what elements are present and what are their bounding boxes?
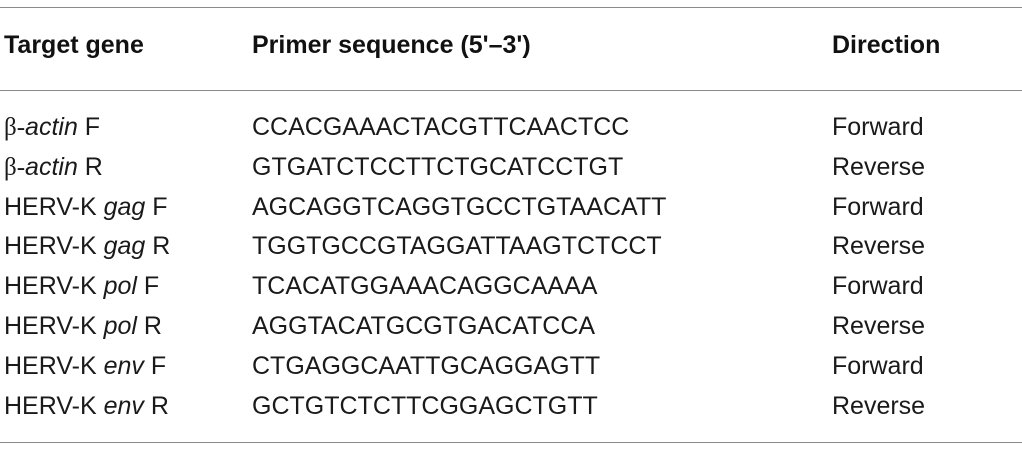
- primer-sequence-cell: TGGTGCCGTAGGATTAAGTCTCCT: [252, 232, 662, 261]
- table-row: HERV-K gag F AGCAGGTCAGGTGCCTGTAACATT Forw…: [0, 187, 1022, 227]
- table-bottom-rule: [0, 442, 1022, 443]
- primer-sequence-cell: AGCAGGTCAGGTGCCTGTAACATT: [252, 192, 667, 221]
- gene-prefix: β-: [4, 153, 26, 181]
- direction-cell: Reverse: [832, 232, 926, 261]
- target-gene-cell: β-actin R: [4, 147, 103, 188]
- target-gene-cell: β-actin F: [4, 107, 100, 148]
- gene-name-italic: actin: [25, 113, 78, 141]
- gene-name-italic: pol: [103, 312, 137, 340]
- gene-prefix: HERV-K: [4, 192, 104, 221]
- table-top-rule: [0, 7, 1022, 8]
- direction-cell: Reverse: [832, 312, 926, 340]
- header-primer-sequence: Primer sequence (5'–3'): [252, 31, 531, 59]
- primer-sequence-cell: TCACATGGAAACAGGCAAAA: [252, 272, 598, 301]
- gene-prefix: HERV-K: [4, 272, 104, 301]
- gene-prefix: HERV-K: [4, 312, 104, 340]
- gene-name-italic: pol: [103, 272, 137, 301]
- table-row: HERV-K pol F TCACATGGAAACAGGCAAAA Forward: [0, 266, 1022, 306]
- table-header-row: Target gene Primer sequence (5'–3') Dire…: [0, 25, 1022, 65]
- gene-name-italic: actin: [25, 152, 78, 181]
- primer-sequence-cell: GCTGTCTCTTCGGAGCTGTT: [252, 391, 598, 420]
- gene-suffix: F: [136, 272, 160, 301]
- target-gene-cell: HERV-K env R: [4, 386, 169, 426]
- direction-cell: Reverse: [832, 152, 926, 181]
- target-gene-cell: HERV-K env F: [4, 346, 166, 386]
- gene-name-italic: gag: [103, 232, 146, 261]
- gene-name-italic: gag: [103, 192, 146, 221]
- table-row: HERV-K env R GCTGTCTCTTCGGAGCTGTT Reverse: [0, 386, 1022, 426]
- gene-suffix: F: [143, 351, 167, 380]
- gene-suffix: F: [77, 113, 101, 141]
- primer-sequence-cell: AGGTACATGCGTGACATCCA: [252, 312, 596, 340]
- target-gene-cell: HERV-K gag R: [4, 226, 170, 266]
- gene-name-italic: env: [103, 351, 144, 380]
- gene-prefix: HERV-K: [4, 351, 104, 380]
- target-gene-cell: HERV-K pol F: [4, 266, 159, 306]
- table-row: β-actin F CCACGAAACTACGTTCAACTCC Forward: [0, 107, 1022, 147]
- target-gene-cell: HERV-K pol R: [4, 306, 162, 346]
- direction-cell: Forward: [832, 272, 924, 301]
- gene-prefix: HERV-K: [4, 391, 104, 420]
- target-gene-cell: HERV-K gag F: [4, 187, 168, 227]
- gene-prefix: HERV-K: [4, 232, 104, 261]
- table-row: β-actin R GTGATCTCCTTCTGCATCCTGT Reverse: [0, 147, 1022, 187]
- direction-cell: Forward: [832, 113, 924, 141]
- header-target-gene: Target gene: [4, 31, 144, 59]
- table-header-rule: [0, 90, 1022, 91]
- gene-suffix: R: [145, 232, 171, 261]
- gene-suffix: R: [143, 391, 169, 420]
- direction-cell: Forward: [832, 192, 924, 221]
- direction-cell: Forward: [832, 351, 924, 380]
- gene-prefix: β-: [4, 114, 26, 141]
- gene-suffix: F: [145, 192, 168, 221]
- primer-sequence-cell: GTGATCTCCTTCTGCATCCTGT: [252, 152, 624, 181]
- gene-suffix: R: [136, 312, 162, 340]
- gene-name-italic: env: [103, 391, 144, 420]
- table-row: HERV-K gag R TGGTGCCGTAGGATTAAGTCTCCT Reve…: [0, 226, 1022, 266]
- table-row: HERV-K pol R AGGTACATGCGTGACATCCA Reverse: [0, 306, 1022, 346]
- primer-sequence-cell: CCACGAAACTACGTTCAACTCC: [252, 113, 630, 141]
- primer-sequence-cell: CTGAGGCAATTGCAGGAGTT: [252, 351, 601, 380]
- header-direction: Direction: [832, 31, 941, 59]
- direction-cell: Reverse: [832, 391, 926, 420]
- gene-suffix: R: [77, 152, 103, 181]
- table-row: HERV-K env F CTGAGGCAATTGCAGGAGTT Forward: [0, 346, 1022, 386]
